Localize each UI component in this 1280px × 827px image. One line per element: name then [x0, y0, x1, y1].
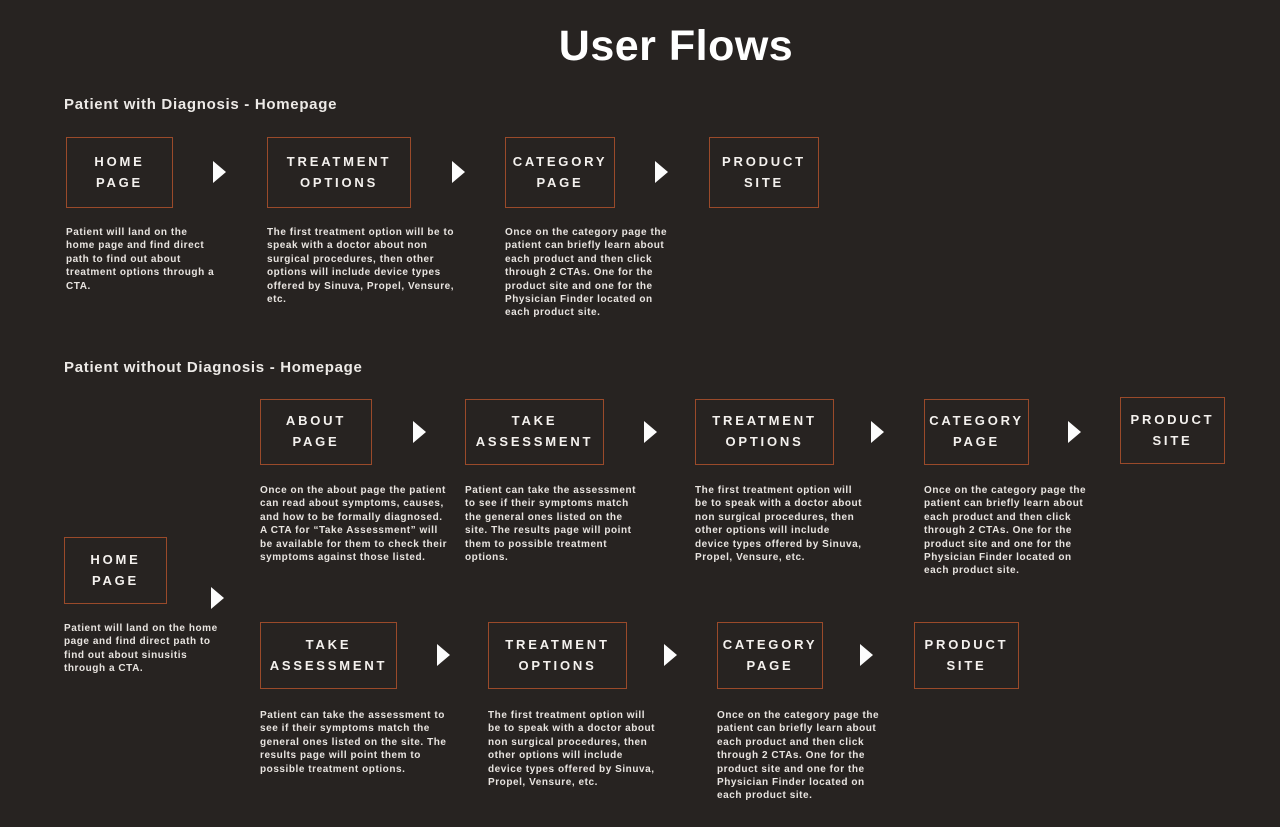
arrow-right-icon: [413, 421, 426, 443]
description-about-page: Once on the about page the patient can r…: [260, 485, 448, 563]
flow-node-label: CATEGORY PAGE: [512, 153, 608, 190]
flow-node-treatment-options: TREATMENT OPTIONS: [267, 137, 411, 208]
arrow-right-icon: [437, 644, 450, 666]
description-category-page: Once on the category page the patient ca…: [505, 227, 668, 319]
description-category-page: Once on the category page the patient ca…: [717, 710, 880, 802]
arrow-right-icon: [644, 421, 657, 443]
flow-node-label: ABOUT PAGE: [285, 413, 347, 449]
flow-node-home-page: HOME PAGE: [64, 537, 167, 604]
flow-node-take-assessment: TAKE ASSESSMENT: [465, 399, 604, 465]
arrow-right-icon: [871, 421, 884, 443]
section-with-diagnosis-header: Patient with Diagnosis - Homepage: [64, 96, 338, 113]
flow-node-take-assessment: TAKE ASSESSMENT: [260, 622, 397, 689]
description-home-page: Patient will land on the home page and f…: [66, 227, 215, 292]
flow-node-category-page: CATEGORY PAGE: [505, 137, 615, 208]
description-treatment-options: The first treatment option will be to sp…: [695, 485, 863, 563]
description-home-page: Patient will land on the home page and f…: [64, 623, 218, 675]
description-treatment-options: The first treatment option will be to sp…: [267, 227, 455, 305]
arrow-right-icon: [664, 644, 677, 666]
flow-node-product-site: PRODUCT SITE: [914, 622, 1019, 689]
flow-node-label: TAKE ASSESSMENT: [269, 636, 388, 673]
flow-node-label: PRODUCT SITE: [1130, 411, 1215, 448]
flow-node-treatment-options: TREATMENT OPTIONS: [695, 399, 834, 465]
arrow-right-icon: [655, 161, 668, 183]
flow-node-label: CATEGORY PAGE: [722, 636, 818, 673]
description-take-assessment: Patient can take the assessment to see i…: [260, 710, 447, 775]
flow-node-category-page: CATEGORY PAGE: [924, 399, 1029, 465]
flow-node-label: HOME PAGE: [94, 153, 145, 190]
flow-node-treatment-options: TREATMENT OPTIONS: [488, 622, 627, 689]
flow-node-label: TREATMENT OPTIONS: [286, 153, 392, 190]
flow-node-home-page: HOME PAGE: [66, 137, 173, 208]
flow-node-label: TAKE ASSESSMENT: [475, 413, 594, 449]
arrow-right-icon: [1068, 421, 1081, 443]
arrow-right-icon: [211, 587, 224, 609]
flow-node-label: PRODUCT SITE: [722, 153, 806, 190]
description-treatment-options: The first treatment option will be to sp…: [488, 710, 656, 788]
flow-node-label: TREATMENT OPTIONS: [712, 413, 817, 449]
description-take-assessment: Patient can take the assessment to see i…: [465, 485, 637, 563]
section-without-diagnosis-header: Patient without Diagnosis - Homepage: [64, 359, 363, 376]
flow-node-product-site: PRODUCT SITE: [709, 137, 819, 208]
flow-node-label: TREATMENT OPTIONS: [505, 636, 610, 673]
flow-node-label: CATEGORY PAGE: [929, 413, 1024, 449]
page-title: User Flows: [558, 22, 794, 70]
flow-node-product-site: PRODUCT SITE: [1120, 397, 1225, 464]
arrow-right-icon: [452, 161, 465, 183]
flow-node-label: PRODUCT SITE: [924, 636, 1009, 673]
arrow-right-icon: [213, 161, 226, 183]
flow-node-category-page: CATEGORY PAGE: [717, 622, 823, 689]
description-category-page: Once on the category page the patient ca…: [924, 485, 1087, 577]
arrow-right-icon: [860, 644, 873, 666]
flow-node-about-page: ABOUT PAGE: [260, 399, 372, 465]
flow-node-label: HOME PAGE: [90, 551, 141, 588]
